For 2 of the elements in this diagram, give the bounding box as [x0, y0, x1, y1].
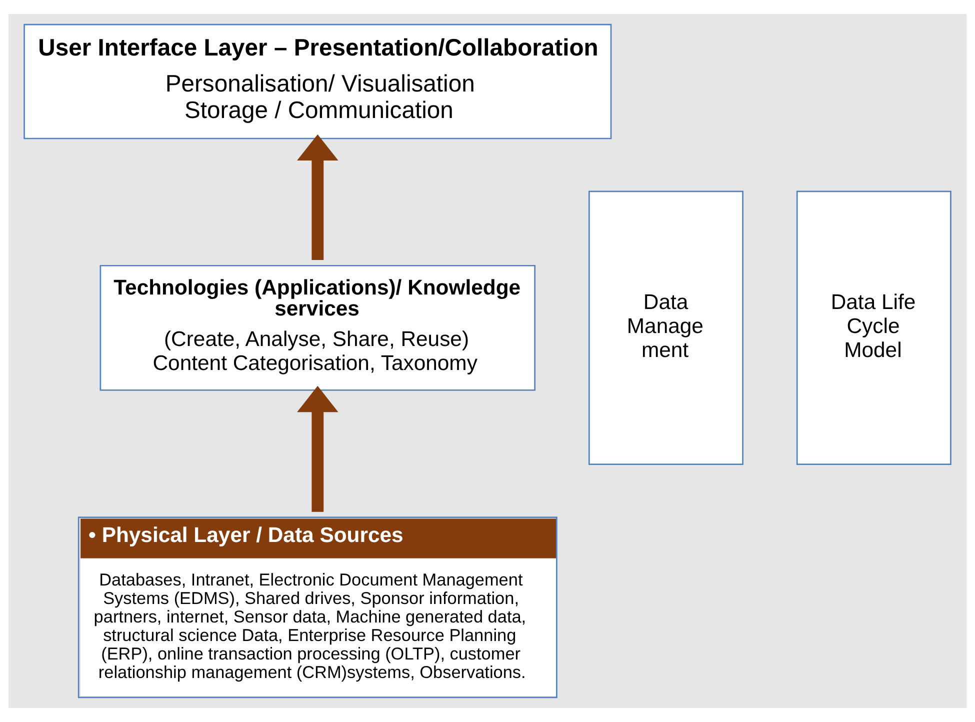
arrow	[297, 134, 338, 260]
arrow	[297, 386, 338, 512]
